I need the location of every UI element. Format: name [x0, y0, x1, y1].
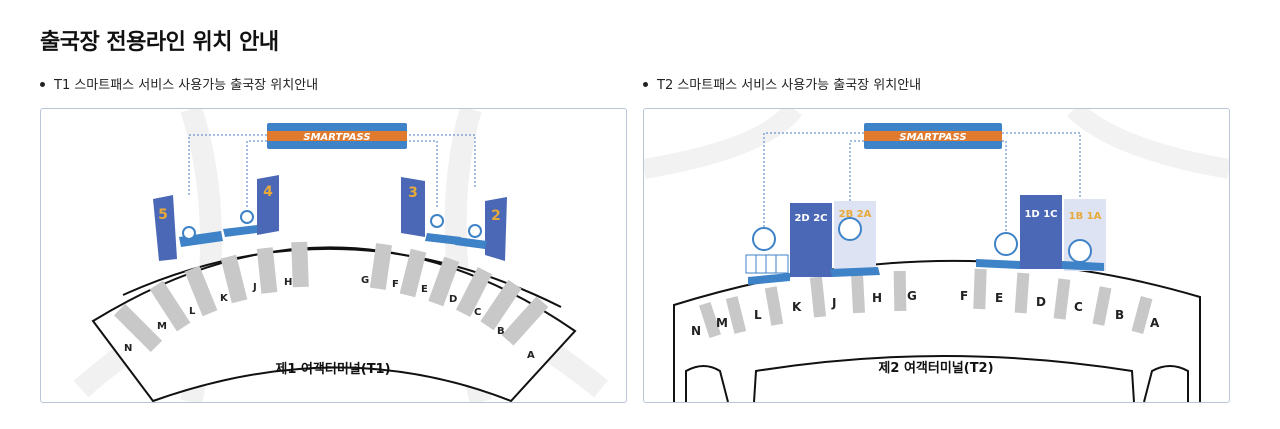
t1-tower-label: 5 [158, 207, 168, 223]
t2-map: N M L K J H G F E D C B A SMARTPASS 2D 2… [644, 109, 1229, 402]
t2-tower-1d-1c: 1D 1C [1020, 195, 1062, 269]
t2-gate-label: D [1036, 295, 1046, 309]
t2-gate-label: N [691, 324, 701, 338]
t1-banner-text: SMARTPASS [303, 132, 370, 143]
t1-map-panel: N M L K J H G F E D C B A SMARTPASS 5 4 … [40, 108, 627, 403]
t1-gate-label: G [361, 275, 369, 286]
t1-heading-text: T1 스마트패스 서비스 사용가능 출국장 위치안내 [54, 78, 319, 93]
t1-gate-label: A [527, 350, 535, 361]
t2-terminal-outline [673, 259, 1201, 402]
t1-tower-label: 2 [491, 208, 501, 224]
t1-terminal-label: 제1 여객터미널(T1) [275, 361, 390, 377]
t2-watermark [644, 109, 1229, 179]
t2-tower-label: 1D 1C [1024, 209, 1057, 220]
t1-gate-label: E [421, 284, 428, 295]
t1-gate-label: M [157, 321, 167, 332]
t2-footprint-icons [752, 217, 1092, 263]
t1-gate-label: B [497, 326, 505, 337]
t2-terminal-left-wing [685, 365, 729, 402]
t1-gate-label: N [124, 343, 132, 354]
t2-connectors [763, 132, 1081, 237]
t2-gates [699, 268, 1153, 339]
t2-floor-mats [748, 259, 1104, 285]
t1-gate-label: F [392, 279, 399, 290]
t2-smartpass-banner: SMARTPASS [864, 123, 1002, 149]
t1-gates [113, 241, 549, 353]
t1-gate-label: C [474, 307, 481, 318]
t1-tower-2: 2 [485, 197, 507, 261]
t1-gate-label: D [449, 294, 457, 305]
footprint-icon [994, 232, 1018, 256]
t2-gate-label: K [792, 300, 802, 314]
page-title: 출국장 전용라인 위치 안내 [40, 30, 279, 55]
t2-heading: T2 스마트패스 서비스 사용가능 출국장 위치안내 [643, 74, 921, 93]
t1-footprint-icons [182, 210, 482, 240]
footprint-icon [468, 224, 482, 238]
t2-tower-2d-2c: 2D 2C [790, 203, 832, 277]
t2-heading-text: T2 스마트패스 서비스 사용가능 출국장 위치안내 [657, 78, 922, 93]
t1-gate-label: J [252, 282, 257, 293]
t1-gate-label: H [284, 277, 292, 288]
bullet-icon [643, 82, 648, 87]
t2-gate-label: G [907, 289, 917, 303]
footprint-icon [430, 214, 444, 228]
t1-tower-5: 5 [153, 195, 177, 261]
t2-terminal-inner-edge [753, 355, 1135, 402]
t2-gate-label: A [1150, 316, 1160, 330]
t1-tower-3: 3 [401, 177, 425, 237]
t2-terminal-right-wing [1143, 365, 1189, 402]
footprint-icon [838, 217, 862, 241]
t2-banner-text: SMARTPASS [899, 132, 966, 143]
t2-gate-label: E [995, 291, 1003, 305]
t1-connectors [188, 134, 476, 209]
t1-terminal-inner-edge [122, 247, 562, 308]
t1-tower-label: 3 [408, 185, 418, 201]
footprint-icon [752, 227, 776, 251]
t1-tower-label: 4 [263, 184, 273, 200]
t1-smartpass-banner: SMARTPASS [267, 123, 407, 149]
t2-map-panel: N M L K J H G F E D C B A SMARTPASS 2D 2… [643, 108, 1230, 403]
footprint-icon [240, 210, 254, 224]
t1-gate-label: L [189, 306, 196, 317]
t2-tower-label: 1B 1A [1069, 211, 1102, 222]
t2-gate-label: M [716, 316, 728, 330]
t1-gate-label: K [220, 293, 229, 304]
footprint-icon [1068, 239, 1092, 263]
t1-floor-mats [179, 225, 487, 249]
t2-lane-gates [745, 254, 789, 274]
bullet-icon [40, 82, 45, 87]
t2-tower-label: 2B 2A [839, 209, 872, 220]
footprint-icon [182, 226, 196, 240]
t2-terminal-label: 제2 여객터미널(T2) [878, 360, 993, 376]
t2-tower-label: 2D 2C [794, 213, 827, 224]
t1-tower-4: 4 [257, 175, 279, 235]
t2-gate-label: B [1115, 308, 1124, 322]
t1-map: N M L K J H G F E D C B A SMARTPASS 5 4 … [73, 109, 608, 402]
t2-gate-label: C [1074, 300, 1083, 314]
t2-gate-label: L [754, 308, 762, 322]
t2-gate-label: H [872, 291, 882, 305]
t2-gate-label: J [831, 296, 836, 310]
t1-heading: T1 스마트패스 서비스 사용가능 출국장 위치안내 [40, 74, 318, 93]
t2-gate-label: F [960, 289, 968, 303]
